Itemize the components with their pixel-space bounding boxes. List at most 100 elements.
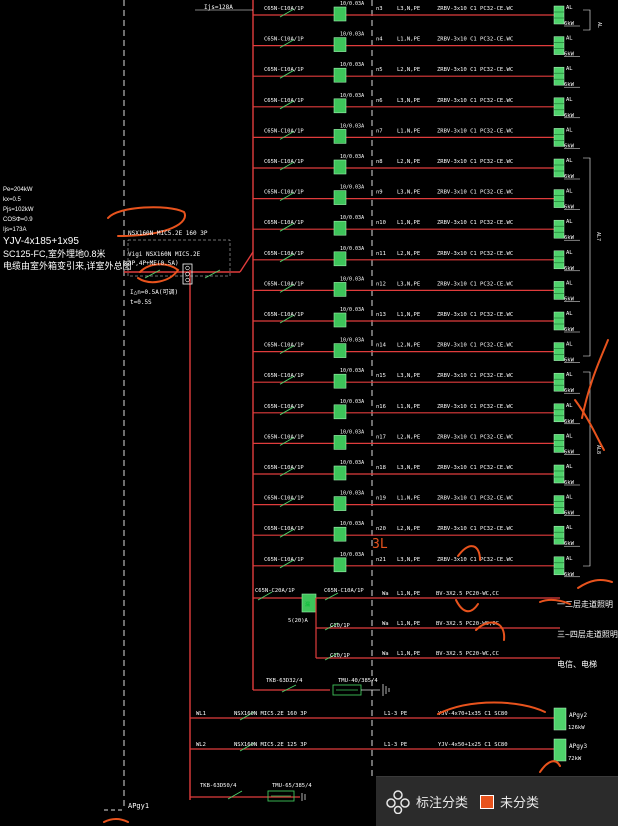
breaker-contact [279,39,295,48]
bracket-label-al7: AL7 [595,232,601,241]
breaker-contact [279,161,295,171]
unclassified-button[interactable]: 未分类 [468,777,539,826]
circuit-breaker-label: C65N-C10A/1P [264,373,304,379]
circuit-cable: ZRBV-3x10 C1 PC32-CE.WC [437,98,513,104]
circuit-cable: ZRBV-3x10 C1 PC32-CE.WC [437,6,513,12]
circuit-cable: ZRBV-3x10 C1 PC32-CE.WC [437,251,513,257]
circuit-phase: L2,N,PE [397,67,420,73]
rcd-symbol [333,526,347,542]
panel-power: 6kW [564,480,575,486]
panel-power: 6kW [564,358,575,364]
rcd-label: 10/0.03A [340,185,364,191]
circuit-id: n13 [376,312,386,318]
circuit-breaker-label: C65N-C10A/1P [264,281,304,287]
circuit-phase: L2,N,PE [397,526,420,532]
panel-power: 6kW [564,296,575,302]
feeder-panel: APgy2 [569,712,587,719]
annotation-toolbar: 标注分类 未分类 [376,776,618,826]
annotate-category-button[interactable]: 标注分类 [376,777,468,826]
panel-label: AL [566,250,573,256]
distribution-panel-symbol [553,97,565,117]
rcd-label: 10/0.03A [340,521,364,527]
panel-power: 6kW [564,174,575,180]
board-label: APgy1 [128,802,149,810]
unclassified-label: 未分类 [500,796,540,811]
breaker-contact [279,69,295,79]
lighting-circuit-id: Wa [382,621,389,627]
breaker-contact [279,131,295,140]
breaker-contact [279,284,295,293]
lighting-circuit-cable: BV-3X2.5 PC20-WC,CC [436,591,499,597]
circuit-breaker-label: C65N-C10A/1P [264,526,304,532]
panel-label: AL [566,158,573,164]
circuit-cable: ZRBV-3x10 C1 PC32-CE.WC [437,190,513,196]
panel-label: AL [566,36,573,42]
circuit-phase: L1,N,PE [397,37,420,43]
panel-power: 6kW [564,541,575,547]
lighting-circuit-phase: L1,N,PE [397,621,420,627]
circuit-phase: L3,N,PE [397,465,420,471]
circuit-cable: ZRBV-3x10 C1 PC32-CE.WC [437,159,513,165]
distribution-panel-symbol [553,158,565,178]
breaker-contact [279,253,295,263]
circuit-id: n16 [376,404,386,410]
distribution-panel-symbol [553,403,565,423]
spd-breaker: TKB-63D32/4 [266,678,303,684]
distribution-panel-symbol [553,372,565,392]
circuit-id: n11 [376,251,386,257]
distribution-panel-symbol [553,556,565,576]
lighting-rcd: 5(20)A [288,618,309,624]
circuit-breaker-label: C65N-C10A/1P [264,6,304,12]
lighting-circuit-cable: BV-3X2.5 PC20-WC,CC [436,621,499,627]
distribution-panel-symbol [553,281,565,300]
lighting-circuit-id: Wa [382,651,389,657]
breaker-contact [279,467,295,477]
rcd-label: 10/0.03A [340,154,364,160]
breaker-contact [279,528,295,538]
rcd-symbol [333,435,347,450]
circuit-breaker-label: C65N-C10A/1P [264,128,304,134]
rcd-label: 10/0.03A [340,62,364,68]
circuit-cable: ZRBV-3x10 C1 PC32-CE.WC [437,404,513,410]
panel-power: 6kW [564,235,575,241]
main-breaker-rating: Ijs=128A [204,4,233,11]
circuit-phase: L1,N,PE [397,496,420,502]
panel-label: AL [566,525,573,531]
panel-power: 6kW [564,449,575,455]
circuit-phase: L1,N,PE [397,128,420,134]
distribution-panel-symbol [553,464,565,484]
distribution-panel-symbol [553,5,565,25]
circuit-breaker-label: C65N-C10A/1P [264,312,304,318]
rcd-symbol [333,98,347,114]
lighting-circuit-id: Wa [382,591,389,597]
handwritten-annotations [103,206,613,823]
circuit-phase: L3,N,PE [397,373,420,379]
circuit-breaker-label: C65N-C10A/1P [264,434,304,440]
distribution-panel-symbol [553,66,565,86]
incoming-cable2: SC125-FC,室外埋地0.8米 [3,249,106,259]
rcd-symbol [333,496,347,511]
panel-power: 6kW [564,327,575,333]
circuit-phase: L2,N,PE [397,434,420,440]
circuit-breaker-label: C65N-C10A/1P [264,343,304,349]
main-switch-model: NSX160N MIC5.2E 160 3P [128,230,208,237]
panel-power: 6kW [564,21,575,27]
rcd-label: 10/0.03A [340,491,364,497]
circuit-id: n10 [376,220,386,226]
rcd-symbol [333,190,347,205]
breaker-contact [279,314,295,324]
